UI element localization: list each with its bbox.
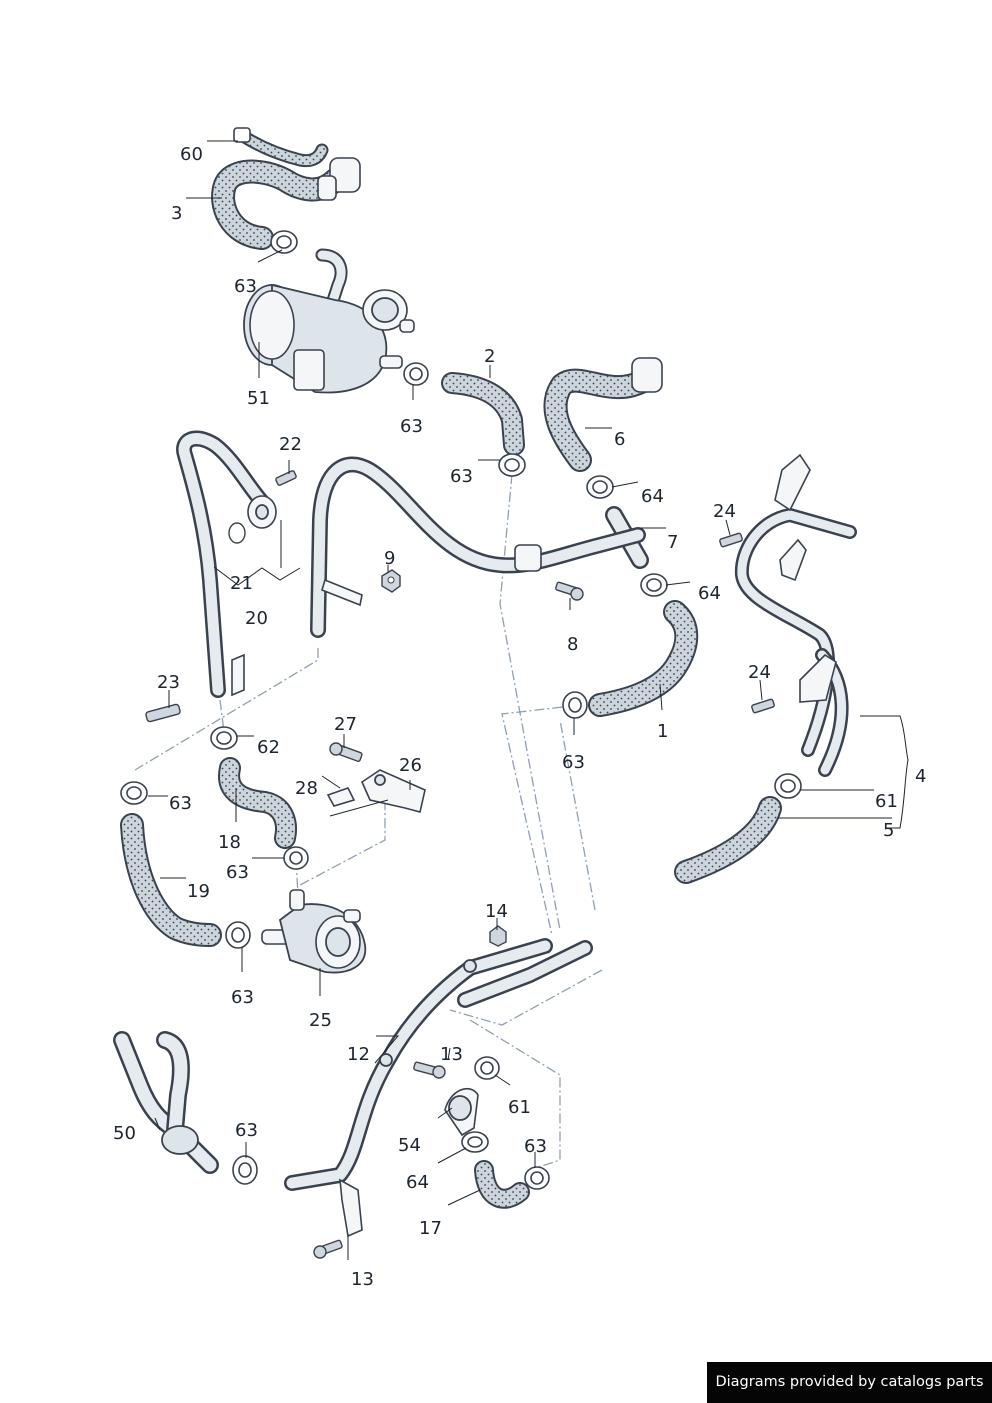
clamp-63-pump-inlet <box>225 921 251 949</box>
callout-24-lower[interactable]: 24 <box>748 662 771 683</box>
hose-19 <box>120 813 222 947</box>
bolt-13-mid <box>413 1061 446 1079</box>
callout-51[interactable]: 51 <box>247 388 270 409</box>
callout-61-lower[interactable]: 61 <box>508 1097 531 1118</box>
clamp-63-hose-1 <box>562 691 588 719</box>
clamp-63-hose-2 <box>498 453 526 477</box>
pipe-21 <box>176 430 277 698</box>
callout-3[interactable]: 3 <box>171 203 183 224</box>
callout-61-right[interactable]: 61 <box>875 791 898 812</box>
callout-18[interactable]: 18 <box>218 832 241 853</box>
clamp-64-upper <box>586 475 614 499</box>
callout-13-mid[interactable]: 13 <box>440 1044 463 1065</box>
pipe-20 <box>310 456 646 638</box>
hose-5 <box>674 796 782 884</box>
clamp-61-right <box>774 773 802 799</box>
callout-63-hose-18[interactable]: 63 <box>226 862 249 883</box>
clamp-64-bottom <box>461 1131 489 1153</box>
callout-2[interactable]: 2 <box>484 346 496 367</box>
bolt-22 <box>275 470 297 486</box>
callout-14[interactable]: 14 <box>485 901 508 922</box>
callout-63-hose-17[interactable]: 63 <box>524 1136 547 1157</box>
callout-22[interactable]: 22 <box>279 434 302 455</box>
callout-17[interactable]: 17 <box>419 1218 442 1239</box>
callout-12[interactable]: 12 <box>347 1044 370 1065</box>
bolt-13-bottom <box>313 1239 343 1259</box>
callout-28[interactable]: 28 <box>295 778 318 799</box>
clamp-64-lower <box>640 573 668 597</box>
callout-50[interactable]: 50 <box>113 1123 136 1144</box>
nut-9 <box>381 569 401 593</box>
nut-14 <box>489 925 507 947</box>
clamp-63-left <box>120 781 148 805</box>
callout-23[interactable]: 23 <box>157 672 180 693</box>
hose-50 <box>113 1031 219 1174</box>
connector-54 <box>444 1087 479 1137</box>
callout-25[interactable]: 25 <box>309 1010 332 1031</box>
callout-6[interactable]: 6 <box>614 429 626 450</box>
hose-3 <box>211 159 347 250</box>
clamp-63-hose-50 <box>232 1155 258 1185</box>
callout-4[interactable]: 4 <box>915 766 927 787</box>
auxiliary-unit-51 <box>243 248 415 394</box>
catalog-credit-banner: Diagrams provided by catalogs parts <box>707 1362 992 1403</box>
callout-63-unit[interactable]: 63 <box>400 416 423 437</box>
callout-8[interactable]: 8 <box>567 634 579 655</box>
callout-63-hose-2[interactable]: 63 <box>450 466 473 487</box>
callout-63-hose-50[interactable]: 63 <box>235 1120 258 1141</box>
callout-60[interactable]: 60 <box>180 144 203 165</box>
callout-54[interactable]: 54 <box>398 1135 421 1156</box>
callout-63-pump[interactable]: 63 <box>231 987 254 1008</box>
callout-64-bottom[interactable]: 64 <box>406 1172 429 1193</box>
hose-6 <box>543 357 663 472</box>
callout-27[interactable]: 27 <box>334 714 357 735</box>
callout-9[interactable]: 9 <box>384 548 396 569</box>
clamp-61-lower <box>474 1056 500 1080</box>
clamp-63-top <box>270 230 298 254</box>
bolt-27 <box>329 742 363 762</box>
clip-28 <box>326 787 356 807</box>
clamp-62 <box>210 726 238 750</box>
callout-64-lower[interactable]: 64 <box>698 583 721 604</box>
pipe-4 <box>734 453 857 777</box>
bolt-23 <box>145 703 181 723</box>
callout-64-upper[interactable]: 64 <box>641 486 664 507</box>
callout-19[interactable]: 19 <box>187 881 210 902</box>
bolt-24-lower <box>751 698 775 714</box>
bolt-24-upper <box>719 532 743 548</box>
callout-63-left[interactable]: 63 <box>169 793 192 814</box>
clamp-63-hose-18 <box>283 846 309 870</box>
leader-lines <box>148 140 909 1260</box>
hose-18 <box>218 757 297 849</box>
callout-21[interactable]: 21 <box>230 573 253 594</box>
callout-1[interactable]: 1 <box>657 721 669 742</box>
callout-26[interactable]: 26 <box>399 755 422 776</box>
callout-62[interactable]: 62 <box>257 737 280 758</box>
callout-5[interactable]: 5 <box>883 820 895 841</box>
hose-1 <box>588 600 699 717</box>
clamp-63-hose-17 <box>524 1166 550 1190</box>
pipe-12 <box>284 938 593 1238</box>
clamp-63-unit-outlet <box>403 362 429 386</box>
bracket-26 <box>360 769 426 813</box>
assembly-guide-lines <box>134 473 603 1171</box>
bolt-8 <box>555 581 584 601</box>
callout-63-top[interactable]: 63 <box>234 276 257 297</box>
hose-60 <box>233 127 361 201</box>
callout-13-bottom[interactable]: 13 <box>351 1269 374 1290</box>
water-pump-25 <box>261 889 367 974</box>
callout-7[interactable]: 7 <box>667 532 679 553</box>
hose-17 <box>474 1160 530 1209</box>
callout-63-hose-1[interactable]: 63 <box>562 752 585 773</box>
hose-2 <box>441 372 525 456</box>
callout-24-upper[interactable]: 24 <box>713 501 736 522</box>
callout-20[interactable]: 20 <box>245 608 268 629</box>
